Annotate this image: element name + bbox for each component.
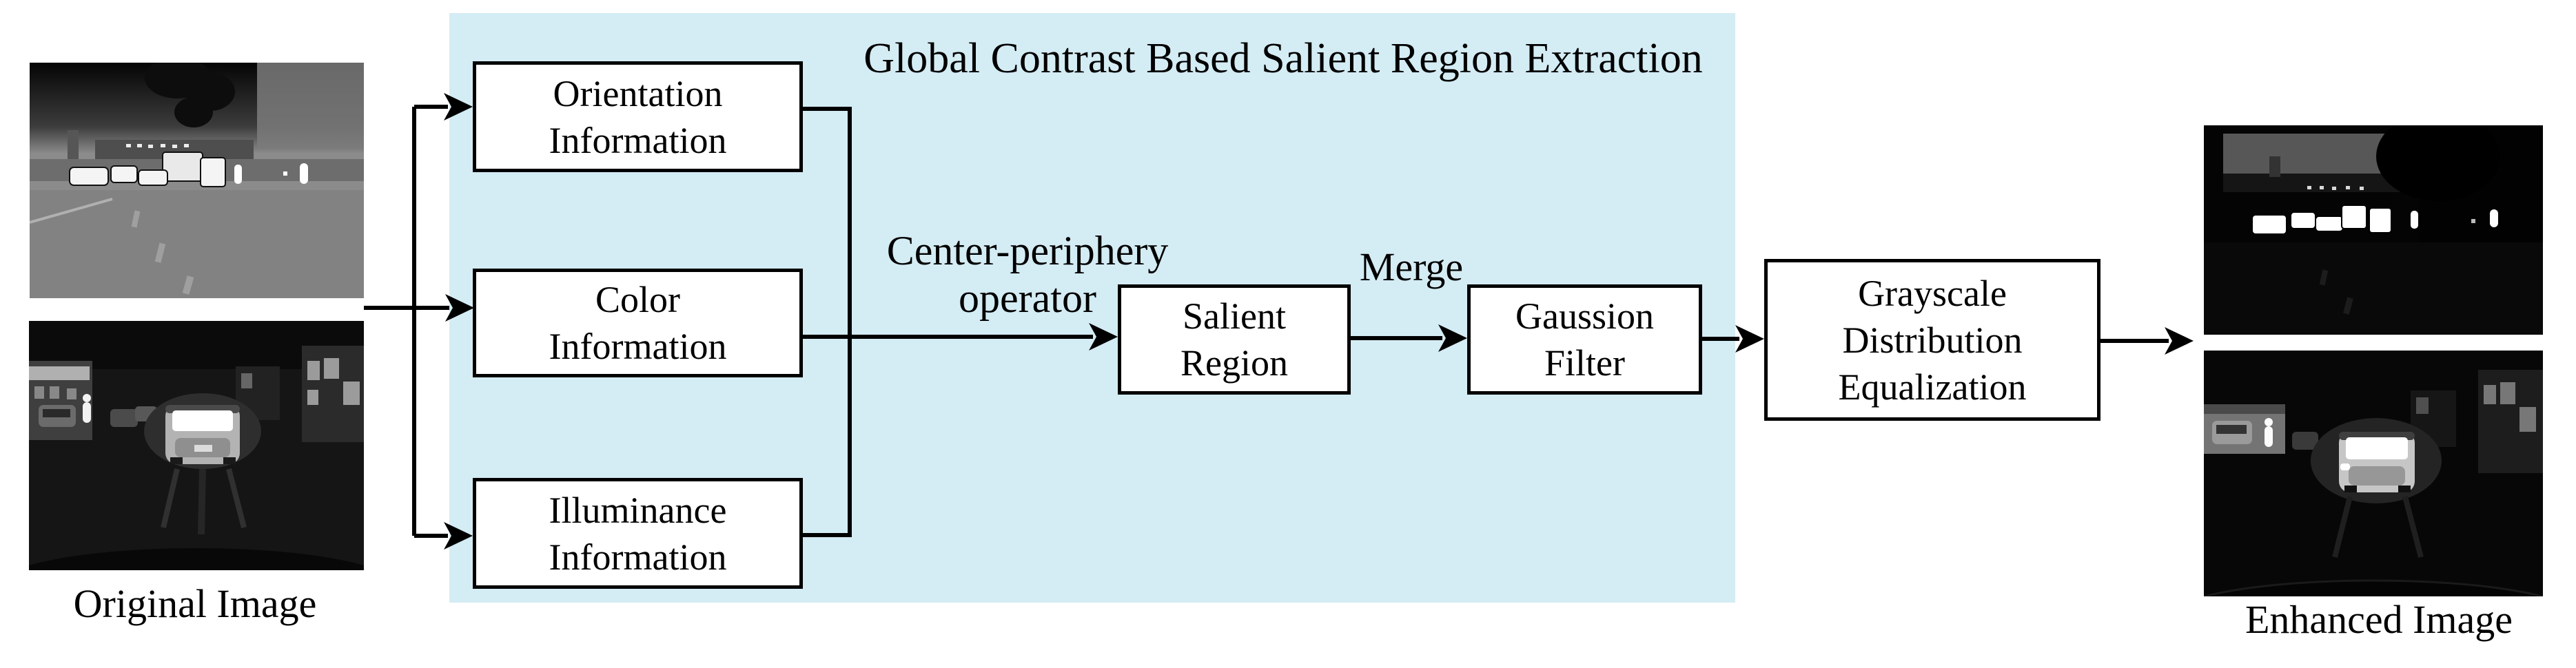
label-merge: Merge: [1359, 244, 1464, 289]
enhanced-thermal-street-image: [2204, 125, 2543, 335]
parked-cars: [39, 405, 157, 427]
bright-vehicles: [2251, 205, 2392, 235]
box-orientation-information: Orientation Information: [473, 61, 803, 172]
bright-pedestrians: [2411, 209, 2498, 229]
road-reflections: [161, 468, 247, 535]
road: [30, 190, 364, 298]
label-original-image: Original Image: [73, 581, 317, 626]
panel-title: Global Contrast Based Salient Region Ext…: [863, 35, 1703, 82]
arrowhead-output: [2165, 327, 2194, 355]
vehicles: [69, 152, 226, 187]
pedestrian: [2265, 418, 2273, 447]
original-night-street-image: [29, 321, 364, 570]
left-buildings: [29, 361, 92, 440]
left-glow-band: [2204, 404, 2285, 454]
box-grayscale-distribution-equalization: Grayscale Distribution Equalization: [1764, 259, 2100, 421]
lane-dashes: [131, 210, 194, 295]
arrowhead-into-grayscale: [1735, 325, 1764, 353]
wire-input-branch: [364, 105, 449, 538]
box-gaussion-filter: Gaussion Filter: [1467, 284, 1702, 395]
center-car: [144, 393, 261, 469]
pedestrian: [83, 394, 91, 423]
box-color-information: Color Information: [473, 269, 803, 377]
road-reflections: [2332, 495, 2424, 559]
label-center-periphery-operator: Center-periphery operator: [886, 228, 1169, 321]
hood-silhouette: [29, 548, 364, 570]
box-salient-region: Salient Region: [1118, 284, 1351, 395]
tree-silhouette: [145, 63, 235, 127]
original-thermal-street-image: [30, 63, 364, 298]
center-car: [2311, 418, 2442, 503]
box-illuminance-information: Illuminance Information: [473, 478, 803, 589]
enhanced-night-street-image: [2204, 351, 2543, 596]
pedestrians: [234, 163, 308, 184]
dark-road: [2204, 242, 2543, 335]
label-enhanced-image: Enhanced Image: [2245, 597, 2513, 642]
right-buildings: [236, 346, 364, 442]
